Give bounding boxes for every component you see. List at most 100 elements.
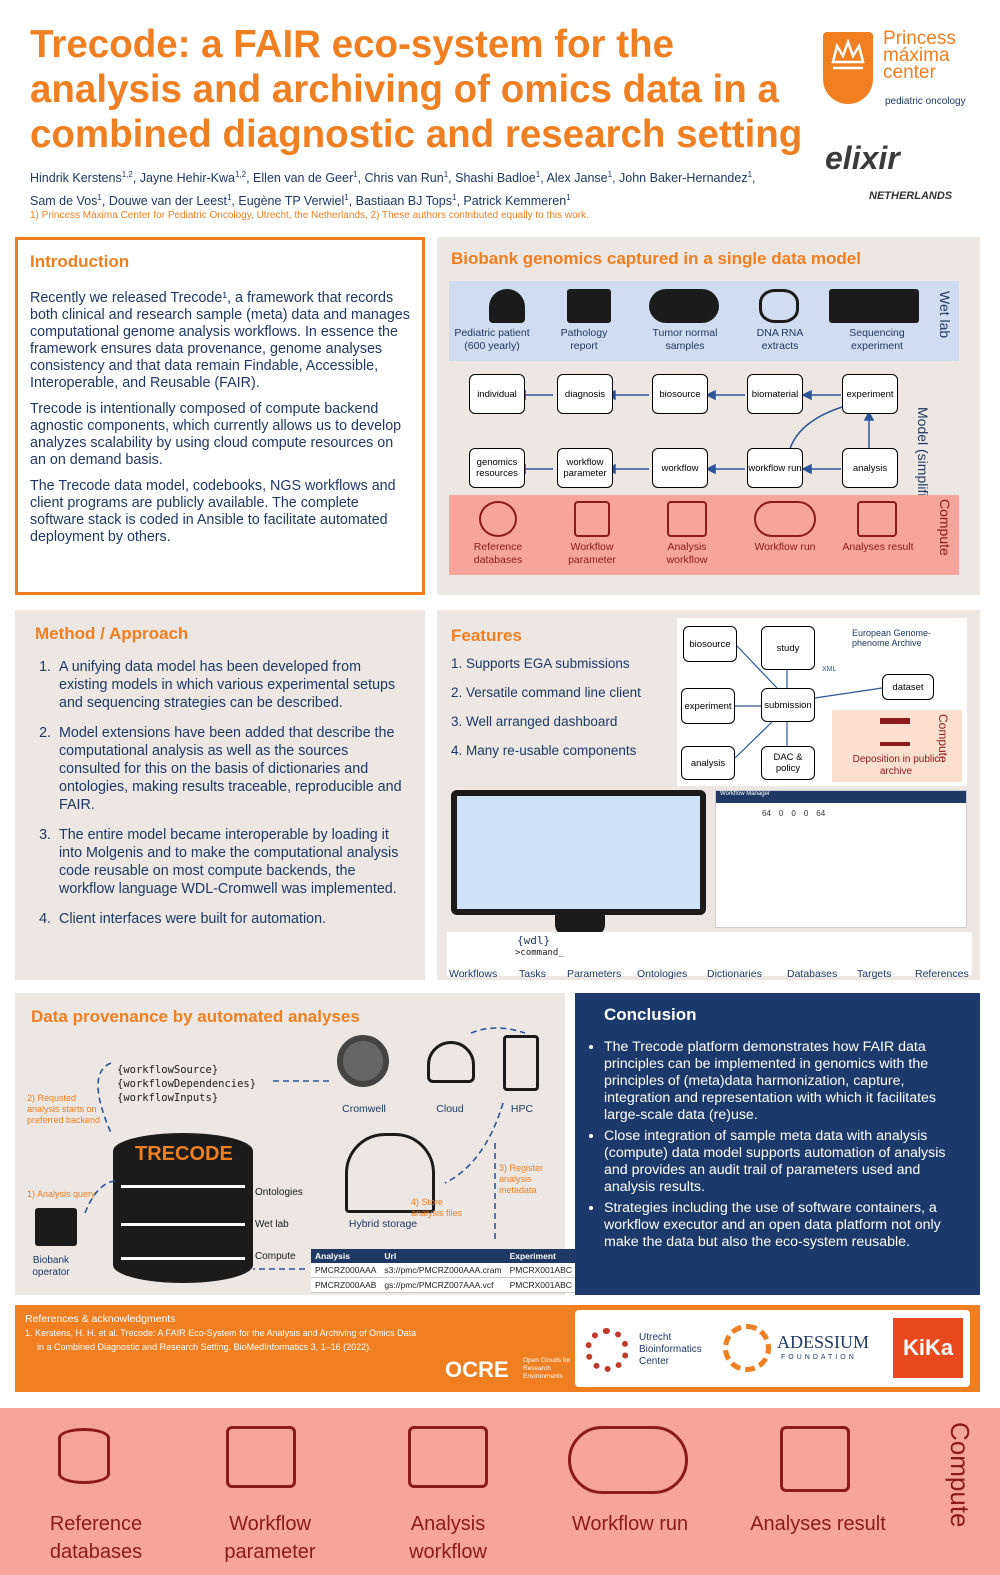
data-provenance-heading: Data provenance by automated analyses <box>31 1007 360 1026</box>
footer-compute-label: Compute <box>945 1422 975 1528</box>
trecode-wordmark: TRECODE <box>135 1143 233 1165</box>
references-heading: References & acknowledgments <box>25 1313 176 1325</box>
table-header: Url <box>380 1249 506 1263</box>
ocre-subtitle: Open Clouds for Research Environments <box>523 1357 571 1380</box>
component-label: Tasks <box>519 968 546 980</box>
terminal-screenshot <box>451 790 706 915</box>
model-workflow-run: workflow run <box>747 448 803 488</box>
pmc-wordmark: Princess máxima center <box>883 28 956 82</box>
conclusion-item: Close integration of sample meta data wi… <box>604 1128 965 1196</box>
author-affiliation-mark: 1 <box>451 193 457 203</box>
author-affiliation-mark: 1 <box>607 170 613 179</box>
pmc-line-1: Princess <box>883 28 956 49</box>
python-stand-icon <box>555 915 605 935</box>
command-logo: >command_ <box>515 948 564 958</box>
biobank-heading: Biobank genomics captured in a single da… <box>451 249 861 268</box>
stat-value: 64 <box>816 809 826 818</box>
biobank-panel: Biobank genomics captured in a single da… <box>437 237 980 595</box>
wet-label-patient: Pediatric patient (600 yearly) <box>454 327 530 352</box>
code-workflow-dependencies: {workflowDependencies} <box>117 1078 257 1090</box>
layer-ontologies: Ontologies <box>255 1187 303 1198</box>
table-header: Analysis <box>311 1249 381 1263</box>
component-label: Workflows <box>449 968 498 980</box>
dashboard-stats: 64 0 0 0 64 <box>762 809 966 818</box>
ega-biosource: biosource <box>683 626 737 662</box>
author-line-2: Sam de Vos1, Douwe van der Leest1, Eugèn… <box>30 193 571 209</box>
table-cell: PMCRZ000AAA <box>311 1263 381 1278</box>
reference-1-line-1: 1. Kerstens, H. H. et al. Trecode: A FAI… <box>25 1328 417 1338</box>
db-layers: Ontologies Wet lab Compute <box>255 1177 303 1273</box>
backend-cromwell: Cromwell <box>342 1103 386 1115</box>
author-name: Shashi Badloe <box>455 171 536 186</box>
author-affiliation-mark: 1,2 <box>121 170 133 179</box>
author-affiliation-mark: 1 <box>226 193 232 203</box>
method-item: A unifying data model has been developed… <box>55 658 405 712</box>
xml-arrow-label: XML <box>822 666 837 673</box>
footer-run-icon <box>568 1426 688 1494</box>
wet-label-sequencing: Sequencing experiment <box>849 327 905 352</box>
footer-label-result: Analyses result <box>750 1513 886 1535</box>
author-name: Patrick Kemmeren <box>463 194 567 209</box>
author-affiliation-mark: 1 <box>566 193 571 203</box>
component-label: Ontologies <box>637 968 688 980</box>
references-panel: References & acknowledgments 1. Kerstens… <box>15 1305 980 1392</box>
author-affiliation-mark: 1 <box>353 170 358 179</box>
pathology-report-icon <box>567 289 611 323</box>
poster-title: Trecode: a FAIR eco-system for the analy… <box>30 23 803 156</box>
component-label: References <box>915 968 969 980</box>
workflow-run-icon <box>754 501 816 537</box>
reference-databases-icon <box>479 501 517 537</box>
model-workflow: workflow <box>652 448 708 488</box>
model-label: Model (simplified) <box>915 407 931 517</box>
adessium-label: ADESSIUM <box>777 1332 870 1352</box>
provenance-arrows <box>84 1027 526 1270</box>
table-row: PMCRZ000AAB gs://pmc/PMCRZ007AAA.vcf PMC… <box>311 1277 576 1293</box>
patient-icon <box>489 289 525 323</box>
elixir-wordmark: elixir <box>825 140 900 176</box>
affiliations: 1) Princess Máxima Center for Pediatric … <box>30 210 589 221</box>
cromwell-icon <box>337 1035 389 1087</box>
features-list: 1. Supports EGA submissions 2. Versatile… <box>451 656 641 772</box>
model-diagnosis: diagnosis <box>557 374 613 414</box>
introduction-heading: Introduction <box>30 252 130 271</box>
analysis-workflow-icon <box>667 501 707 537</box>
archive-building-icon <box>880 718 910 746</box>
feature-item: 3. Well arranged dashboard <box>451 714 618 729</box>
analysis-table: Analysis Url Experiment PMCRZ000AAA s3:/… <box>311 1249 576 1293</box>
author-name: Bastiaan BJ Tops <box>355 194 452 209</box>
deposition-box: Deposition in public archive Compute <box>832 710 962 782</box>
data-provenance-panel: Data provenance by automated analyses {w… <box>15 993 576 1295</box>
stat-value: 0 <box>791 809 796 818</box>
footer-reference-icon <box>58 1428 110 1484</box>
layer-compute: Compute <box>255 1251 296 1262</box>
ocre-logo: OCRE <box>445 1357 509 1382</box>
ubc-label: Utrecht Bioinformatics Center <box>639 1332 702 1367</box>
ega-study: study <box>761 626 815 670</box>
compute-label-workflow: Analysis workflow <box>666 541 708 566</box>
table-cell: PMCRX001ABC <box>505 1263 576 1278</box>
princess-maxima-logo: Princess máxima center pediatric oncolog… <box>823 28 983 110</box>
hybrid-storage-label: Hybrid storage <box>348 1218 418 1230</box>
component-label: Targets <box>857 968 892 980</box>
footer-compute-band: Reference databases Workflow parameter A… <box>0 1408 1000 1575</box>
feature-item: 4. Many re-usable components <box>451 743 637 758</box>
stat-value: 0 <box>803 809 809 818</box>
step-3-label: 3) Register analysis metadata <box>499 1163 544 1195</box>
conclusion-list: The Trecode platform demonstrates how FA… <box>604 1039 965 1251</box>
feature-item: 2. Versatile command line client <box>451 685 641 700</box>
ega-dataset: dataset <box>882 674 934 700</box>
layer-wet-lab: Wet lab <box>255 1219 289 1230</box>
footer-label-parameter: Workflow parameter <box>224 1513 316 1563</box>
db-separator <box>121 1185 245 1188</box>
table-row: PMCRZ000AAA s3://pmc/PMCRZ000AAA.cram PM… <box>311 1263 576 1278</box>
code-workflow-source: {workflowSource} <box>117 1064 219 1076</box>
model-biomaterial: biomaterial <box>747 374 803 414</box>
step-2-label: 2) Requsted analysis starts on preferred… <box>27 1093 101 1125</box>
tumor-samples-icon <box>649 289 719 323</box>
wet-label-pathology: Pathology report <box>560 327 608 352</box>
compute-label-result: Analyses result <box>842 541 914 553</box>
author-affiliation-mark: 1 <box>747 170 753 179</box>
stat-value: 64 <box>762 809 771 818</box>
method-item: Model extensions have been added that de… <box>55 724 405 814</box>
workflow-code-block: {workflowSource} {workflowDependencies} … <box>117 1063 256 1105</box>
